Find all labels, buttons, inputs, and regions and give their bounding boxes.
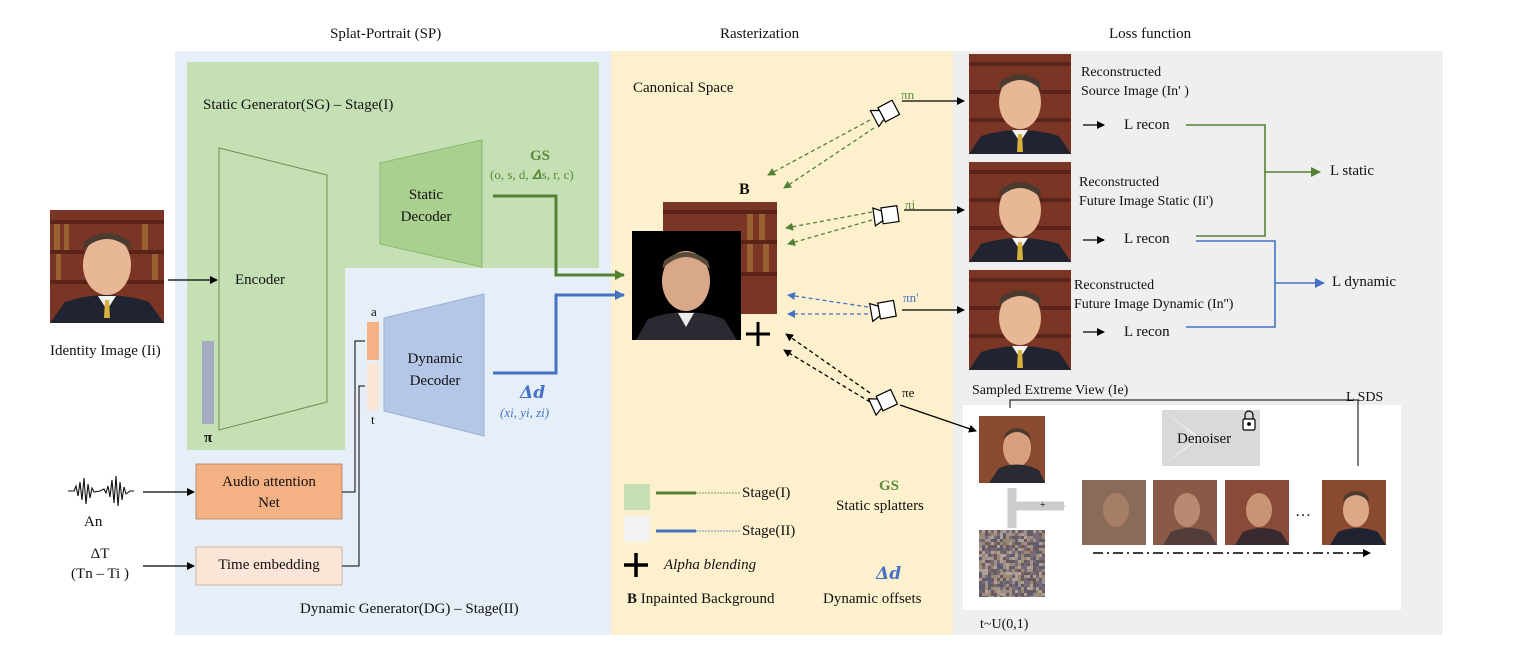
reconstructed-future-static-image (969, 162, 1071, 262)
legend-stage2: Stage(II) (742, 523, 796, 539)
delta-d-params: (xi, yi, zi) (500, 405, 550, 420)
reconstructed-source-image (969, 54, 1071, 154)
pi-bar (202, 341, 214, 424)
raster-section-title: Rasterization (720, 26, 800, 42)
legend-stage2-swatch (624, 516, 650, 542)
l-static-label: L static (1330, 163, 1375, 179)
dynamic-generator-label: Dynamic Generator(DG) – Stage(II) (300, 601, 519, 617)
l-sds-label: L SDS (1346, 390, 1384, 405)
denoised-sample (1322, 480, 1386, 545)
static-decoder-block (379, 139, 483, 268)
sampled-extreme-view-image (979, 416, 1045, 483)
static-generator-label: Static Generator(SG) – Stage(I) (203, 97, 394, 113)
time-embedding-box (195, 546, 343, 586)
legend-dd-title: 𝜟𝒅 (876, 564, 902, 583)
encoder-block (218, 147, 328, 431)
legend-plus (624, 553, 648, 577)
recon-source-loss: L recon (1124, 117, 1170, 133)
recon-dynamic-loss: L recon (1124, 324, 1170, 340)
dynamic-decoder-block (383, 293, 485, 437)
camera-i (872, 205, 900, 227)
loss-section-title: Loss function (1109, 26, 1192, 42)
sampled-view-label: Sampled Extreme View (Ie) (972, 383, 1129, 398)
noise-image (979, 530, 1045, 597)
cam-n-label: πn (901, 87, 915, 102)
legend-dd-desc: Dynamic offsets (823, 591, 922, 607)
time-embedding-label: Time embedding (218, 557, 320, 573)
camera-e (867, 388, 899, 417)
pi-label: π (204, 430, 213, 446)
gs-title: GS (530, 148, 551, 164)
sp-section-title: Splat-Portrait (SP) (330, 26, 442, 42)
a-label: a (371, 304, 377, 319)
legend-stage1: Stage(I) (742, 485, 791, 501)
reconstructed-future-dynamic-image (969, 270, 1071, 370)
canonical-space-label: Canonical Space (633, 80, 734, 96)
camera-n (869, 99, 901, 128)
cam-i-label: πi (905, 197, 916, 212)
audio-net-box (195, 463, 343, 520)
gs-params: (o, s, d, 𝜟s, r, c) (490, 167, 574, 182)
alpha-blending-plus (746, 322, 770, 346)
rasterization-panel (611, 51, 953, 635)
noisy-sample-2 (1153, 480, 1217, 545)
plus-label: + (1040, 500, 1046, 511)
legend-gs-desc: Static splatters (836, 498, 924, 514)
t-bar (367, 363, 379, 410)
a-bar (367, 322, 379, 360)
legend-alpha: Alpha blending (664, 557, 757, 573)
audio-wave (68, 475, 134, 507)
t-distribution-label: t~U(0,1) (980, 617, 1029, 632)
noisy-sample-1 (1082, 480, 1146, 545)
recon-static-loss: L recon (1124, 231, 1170, 247)
noisy-sample-3 (1225, 480, 1289, 545)
encoder-label: Encoder (235, 272, 285, 288)
cam-e-label: πe (902, 385, 915, 400)
denoiser-label: Denoiser (1177, 431, 1232, 447)
denoiser-block (1162, 410, 1260, 466)
b-label: B (739, 181, 750, 198)
lock-icon (1242, 410, 1256, 431)
delta-d-title: 𝜟𝒅 (520, 383, 546, 402)
delta-t-label: ΔT(Tn – Ti ) (71, 546, 129, 582)
t-label: t (371, 412, 375, 427)
identity-image-label: Identity Image (Ii) (50, 343, 161, 359)
l-dynamic-label: L dynamic (1332, 274, 1397, 290)
camera-n-prime (868, 299, 897, 323)
ellipsis-label: … (1295, 503, 1311, 520)
identity-image (50, 210, 164, 323)
audio-input-label: An (84, 514, 103, 530)
cam-n-prime-label: πn' (903, 290, 919, 305)
legend-b: B Inpainted Background (627, 591, 775, 607)
legend-stage1-swatch (624, 484, 650, 510)
canonical-face-image (632, 231, 741, 340)
legend-gs-title: GS (879, 478, 900, 494)
